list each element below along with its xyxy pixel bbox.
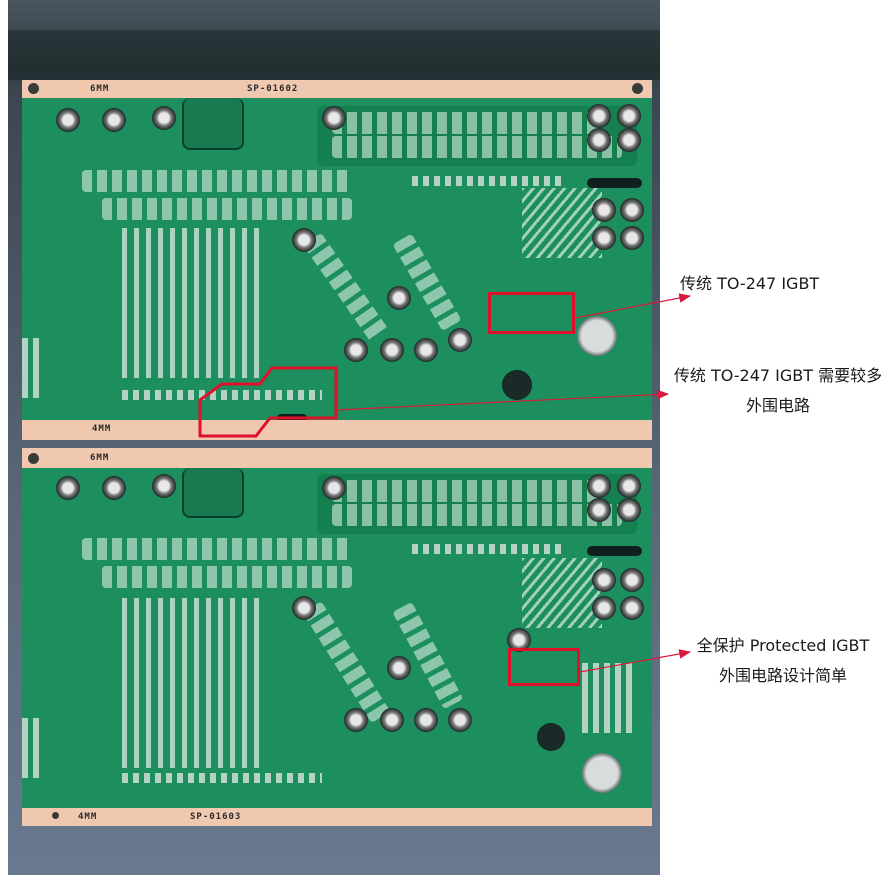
mounting-hole-icon [28,83,39,94]
annotation-protected-igbt: 全保护 Protected IGBT 外围电路设计简单 [696,636,870,685]
highlight-to247-igbt [488,292,575,334]
component-outline [182,98,244,150]
mounting-hole-icon [632,83,643,94]
solder-joint-icon [387,286,411,310]
solder-joint-icon [587,104,611,128]
power-trace [332,480,602,502]
mounting-hole [502,370,532,400]
edge-label-thickness: 4MM [78,812,98,822]
solder-joint-icon [380,338,404,362]
mounting-hole-icon [52,812,59,819]
solder-joint-icon [56,108,80,132]
mounting-hole [537,723,565,751]
slot-cutout [587,178,642,188]
power-trace [332,136,622,158]
smd-pad-row [582,663,632,733]
edge-label-part-number: SP-01602 [247,84,299,94]
connector-pads [22,718,42,778]
power-trace [82,538,352,560]
solder-joint-icon [617,474,641,498]
solder-joint-icon [592,568,616,592]
edge-label-thickness: 6MM [90,84,110,94]
annotation-traditional-igbt-circuit: 传统 TO-247 IGBT 需要较多 外围电路 [673,366,883,415]
solder-joint-icon [617,498,641,522]
solder-joint-icon [414,338,438,362]
solder-joint-icon [344,338,368,362]
solder-joint-icon [414,708,438,732]
board-edge-bottom: 4MM SP-01603 [22,808,652,826]
power-trace [102,566,352,588]
background-shadow [8,30,660,80]
solder-joint-icon [620,568,644,592]
solder-joint-icon [102,108,126,132]
solder-joint-icon [292,596,316,620]
edge-label-thickness: 4MM [92,424,112,434]
solder-joint-icon [620,198,644,222]
solder-joint-icon [592,226,616,250]
hatched-pour [522,558,602,628]
mounting-hole [577,316,617,356]
board-edge-top: 6MM [22,448,652,468]
solder-joint-icon [592,198,616,222]
pcb-photo: 6MM SP-01602 [8,0,660,875]
solder-joint-icon [102,476,126,500]
solder-joint-icon [152,474,176,498]
power-trace [302,232,390,344]
solder-joint-icon [620,596,644,620]
pcb-board-bottom: 6MM [22,448,652,826]
solder-joint-icon [292,228,316,252]
smd-pad-row [122,773,322,783]
power-trace [82,170,352,192]
hatched-pour [522,188,602,258]
board-edge-top: 6MM SP-01602 [22,80,652,98]
solder-joint-icon [592,596,616,620]
smd-pad-row [412,544,562,554]
smd-component-array [122,598,262,768]
solder-joint-icon [344,708,368,732]
slot-cutout [587,546,642,556]
mounting-hole [582,753,622,793]
solder-joint-icon [448,328,472,352]
pcb-board-top: 6MM SP-01602 [22,80,652,440]
component-outline [182,468,244,518]
power-trace [332,112,602,134]
solder-joint-icon [617,128,641,152]
solder-joint-icon [448,708,472,732]
smd-pad-row [122,390,322,400]
board-edge-bottom: 4MM [22,420,652,440]
power-trace [332,504,622,526]
solder-joint-icon [587,474,611,498]
pcb-solder-side [22,98,652,422]
annotation-traditional-igbt: 传统 TO-247 IGBT [680,274,820,293]
smd-pad-row [412,176,562,186]
highlight-protected-igbt [508,648,580,686]
edge-label-part-number: SP-01603 [190,812,242,822]
power-trace [392,233,462,332]
mounting-hole-icon [28,453,39,464]
pcb-solder-side [22,468,652,808]
smd-component-array [122,228,262,378]
power-trace [302,601,391,724]
solder-joint-icon [56,476,80,500]
power-trace [392,601,464,710]
solder-joint-icon [380,708,404,732]
solder-joint-icon [587,128,611,152]
solder-joint-icon [322,106,346,130]
edge-label-thickness: 6MM [90,453,110,463]
solder-joint-icon [617,104,641,128]
solder-joint-icon [587,498,611,522]
solder-joint-icon [152,106,176,130]
solder-joint-icon [387,656,411,680]
solder-joint-icon [620,226,644,250]
solder-joint-icon [322,476,346,500]
power-trace [102,198,352,220]
connector-pads [22,338,42,398]
